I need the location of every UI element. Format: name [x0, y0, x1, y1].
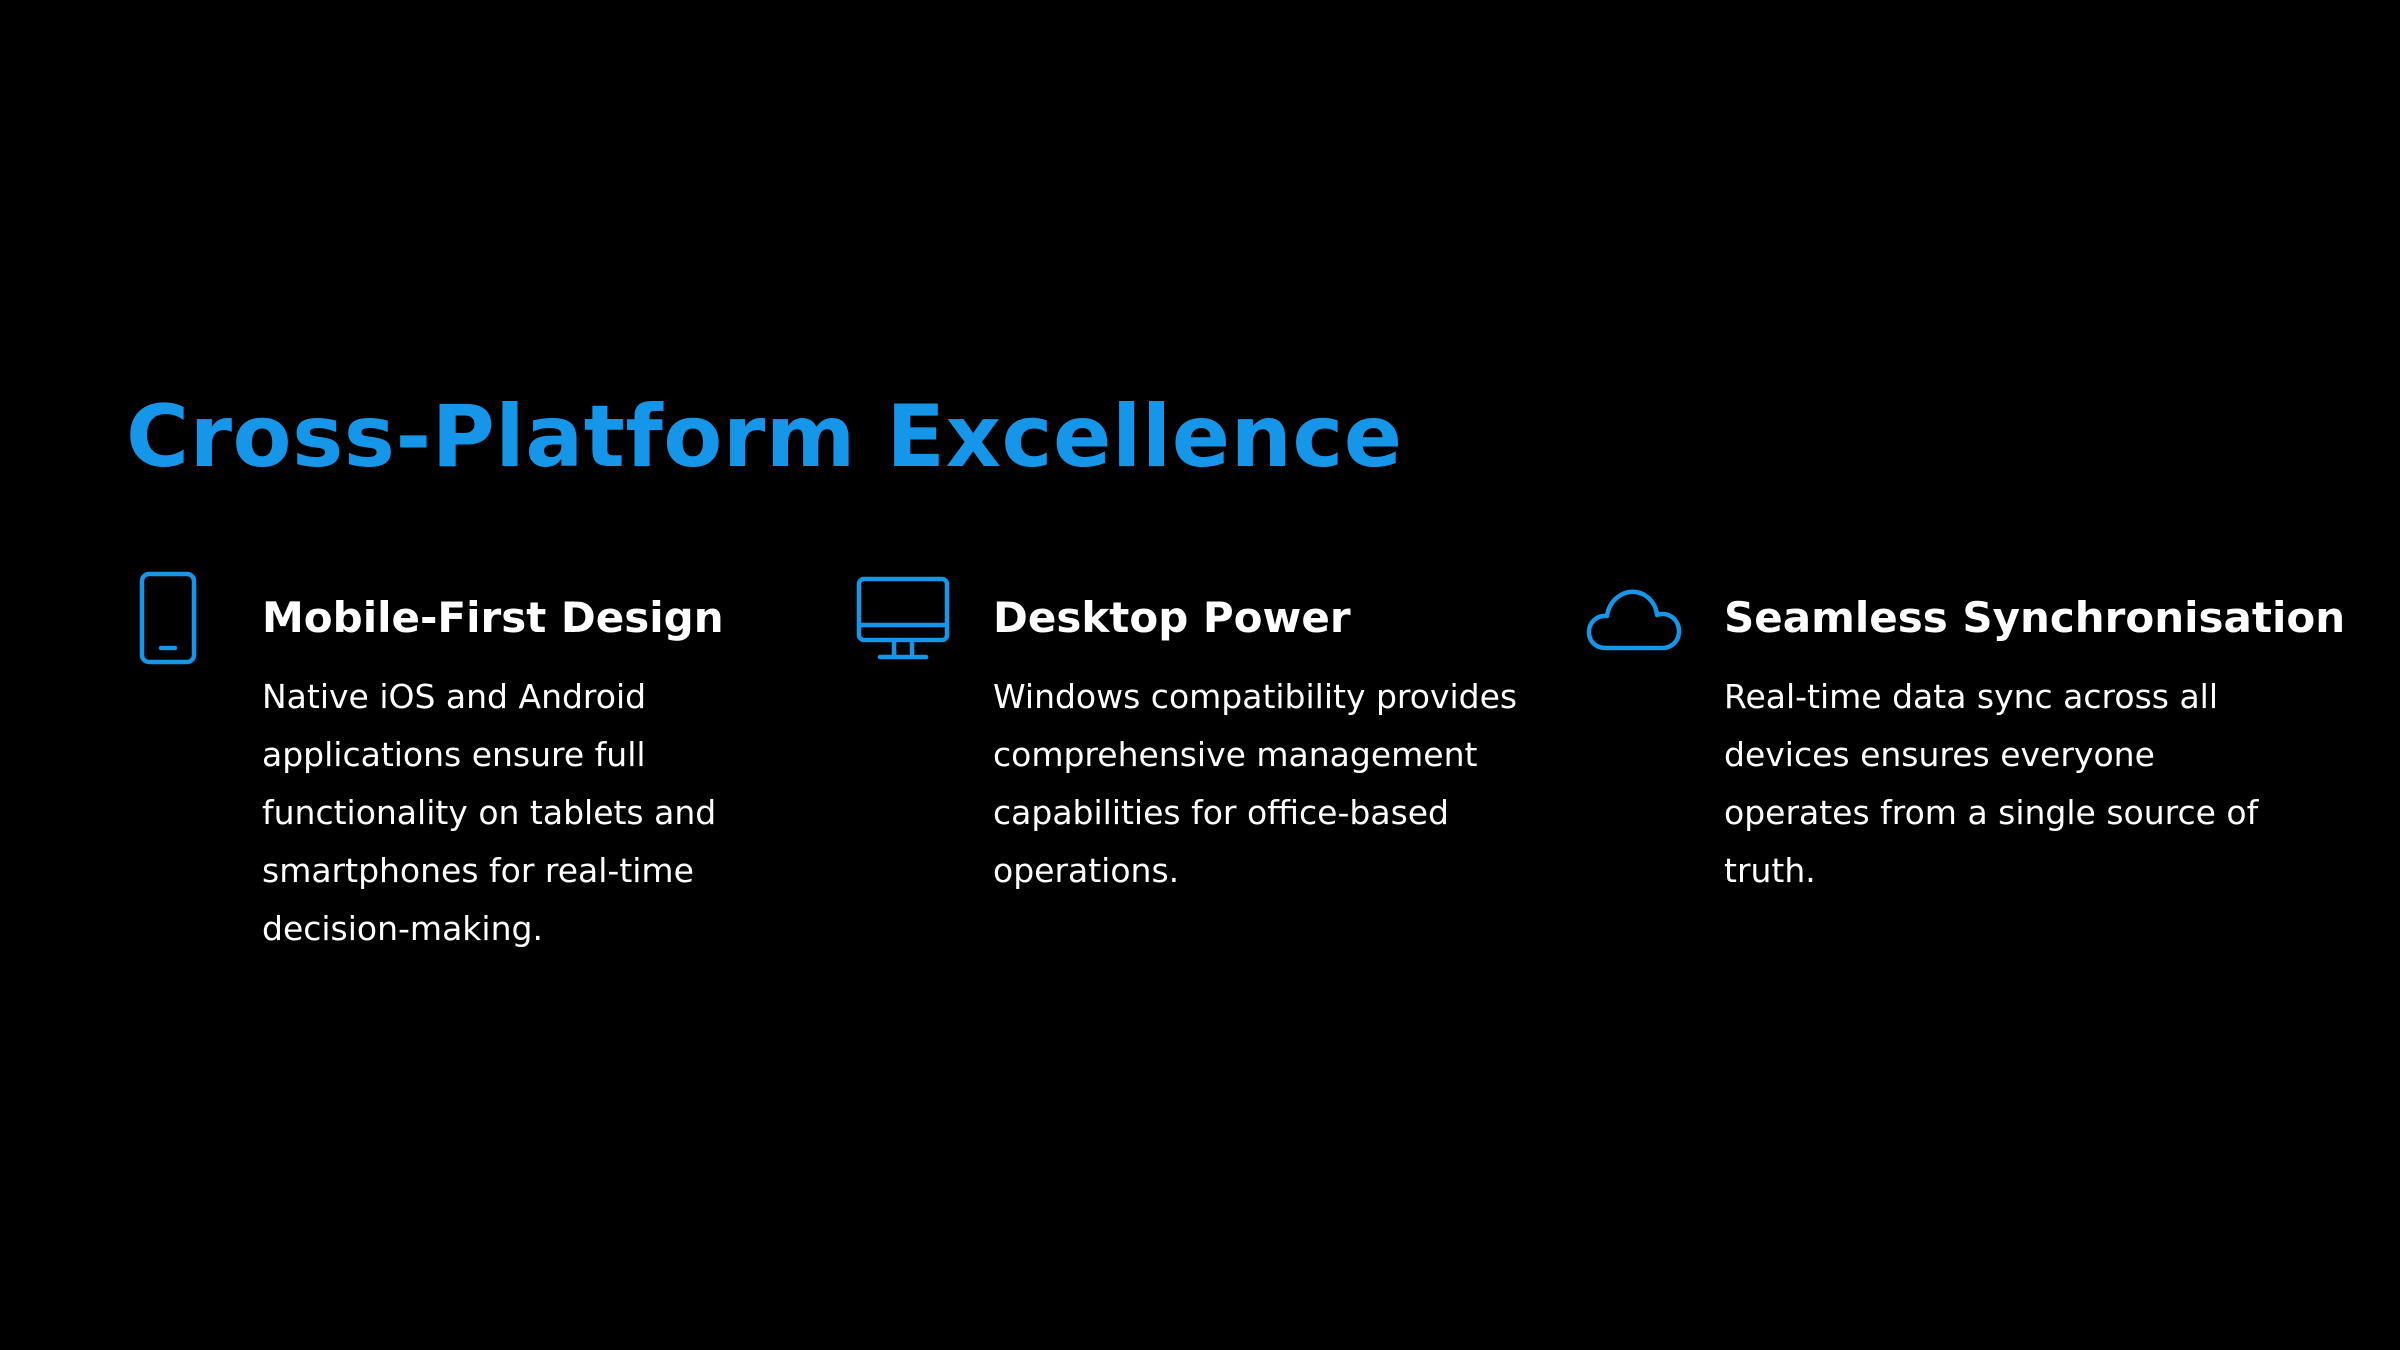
description-line: Native iOS and Android: [262, 677, 647, 716]
description-line: operates from a single source of: [1724, 793, 2259, 832]
smartphone-icon: [138, 570, 198, 666]
page-title: Cross-Platform Excellence: [126, 387, 1403, 487]
description-line: smartphones for real-time: [262, 851, 694, 890]
description-line: decision-making.: [262, 909, 543, 948]
feature-description: Native iOS and Android applications ensu…: [262, 668, 822, 958]
description-line: Real-time data sync across all: [1724, 677, 2219, 716]
desktop-monitor-icon: [856, 576, 950, 662]
description-line: functionality on tablets and: [262, 793, 717, 832]
cloud-icon: [1586, 584, 1682, 654]
description-line: comprehensive management: [993, 735, 1478, 774]
description-line: Windows compatibility provides: [993, 677, 1518, 716]
description-line: truth.: [1724, 851, 1816, 890]
description-line: operations.: [993, 851, 1180, 890]
description-line: applications ensure full: [262, 735, 646, 774]
feature-heading: Mobile-First Design: [262, 593, 724, 642]
description-line: capabilities for office-based: [993, 793, 1450, 832]
feature-heading: Desktop Power: [993, 593, 1351, 642]
feature-heading: Seamless Synchronisation: [1724, 593, 2346, 642]
description-line: devices ensures everyone: [1724, 735, 2155, 774]
feature-description: Windows compatibility provides comprehen…: [993, 668, 1553, 900]
feature-description: Real-time data sync across all devices e…: [1724, 668, 2284, 900]
